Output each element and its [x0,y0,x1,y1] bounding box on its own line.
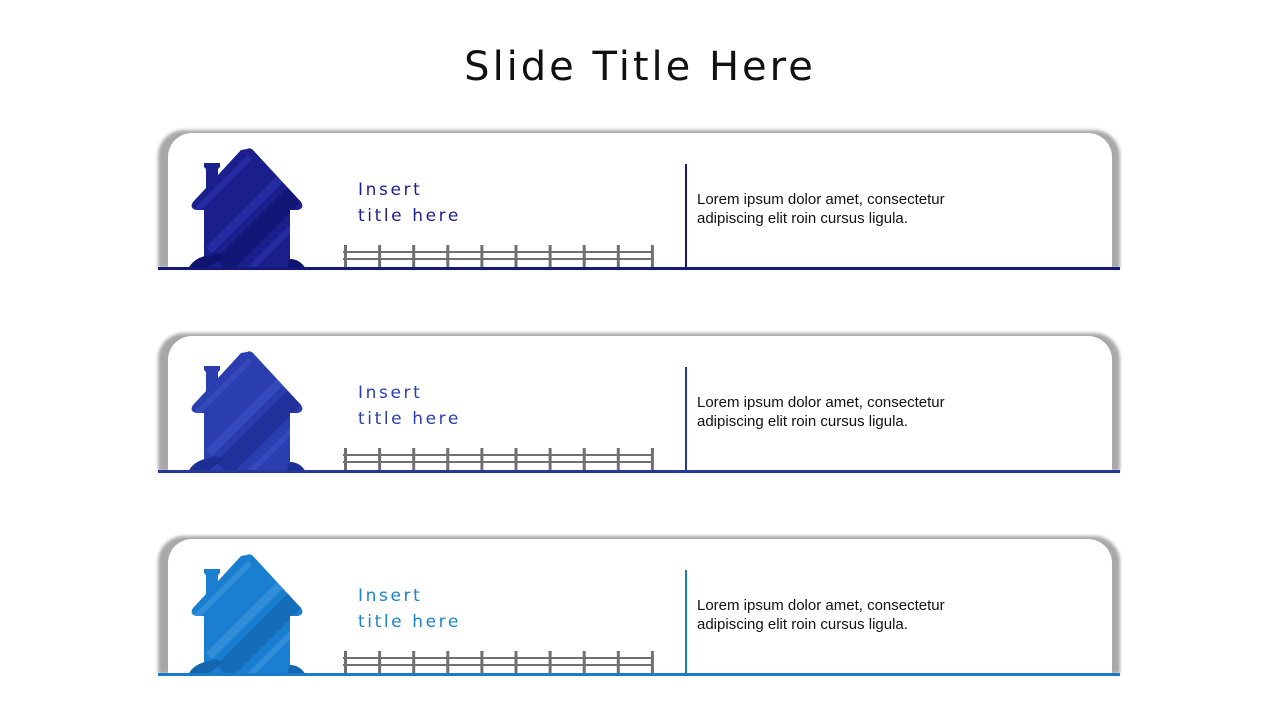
card-title: Insert title here [358,177,461,229]
card-divider [685,367,687,471]
card-description-line2: adipiscing elit roin cursus ligula. [697,616,908,633]
fence-decoration [343,448,654,472]
card-description: Lorem ipsum dolor amet, consectetur adip… [697,190,997,228]
house-icon [188,351,306,472]
card-divider [685,570,687,674]
card-title-line2: title here [358,612,461,632]
card-baseline [158,267,1120,270]
house-icon [188,554,306,675]
card-title-line1: Insert [358,180,423,200]
card-description-line1: Lorem ipsum dolor amet, consectetur [697,191,945,208]
card-panel [168,133,1112,269]
card-title-line1: Insert [358,383,423,403]
card-description-line2: adipiscing elit roin cursus ligula. [697,210,908,227]
card-3: Insert title here Lorem ipsum dolor amet… [158,536,1120,677]
card-title: Insert title here [358,583,461,635]
fence-decoration [343,245,654,269]
card-title: Insert title here [358,380,461,432]
house-icon [188,148,306,269]
card-title-line2: title here [358,206,461,226]
card-1: Insert title here Lorem ipsum dolor amet… [158,130,1120,271]
card-panel [168,336,1112,472]
card-description-line1: Lorem ipsum dolor amet, consectetur [697,597,945,614]
card-title-line2: title here [358,409,461,429]
card-title-line1: Insert [358,586,423,606]
card-description: Lorem ipsum dolor amet, consectetur adip… [697,596,997,634]
card-2: Insert title here Lorem ipsum dolor amet… [158,333,1120,474]
slide-title: Slide Title Here [464,44,816,90]
card-description-line2: adipiscing elit roin cursus ligula. [697,413,908,430]
fence-decoration [343,651,654,675]
card-description: Lorem ipsum dolor amet, consectetur adip… [697,393,997,431]
card-description-line1: Lorem ipsum dolor amet, consectetur [697,394,945,411]
card-baseline [158,673,1120,676]
card-panel [168,539,1112,675]
card-divider [685,164,687,268]
card-baseline [158,470,1120,473]
